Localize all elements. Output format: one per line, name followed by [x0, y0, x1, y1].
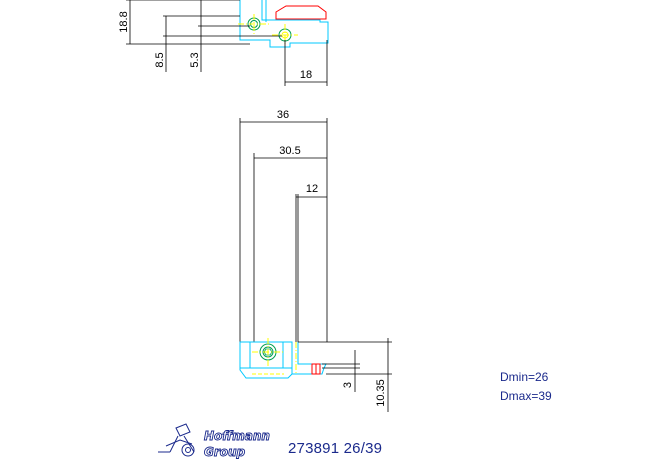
front-view-tip-holder	[291, 342, 327, 375]
dim-label-12: 12	[306, 183, 318, 195]
brand-line1: Hoffmann	[204, 429, 270, 443]
front-view: 36 30.5 12 3 10.35	[239, 109, 392, 412]
spec-dmin: Dmin=26	[500, 370, 549, 384]
dim-label-18-8: 18.8	[118, 11, 130, 32]
front-view-tip	[311, 363, 321, 375]
dim-label-3: 3	[342, 382, 354, 388]
dim-label-8-5: 8.5	[154, 52, 166, 67]
top-view-tip	[275, 5, 327, 20]
brand-logo: Hoffmann Group	[158, 423, 270, 459]
brand-line2: Group	[204, 445, 246, 459]
top-view-body	[239, 0, 329, 48]
dim-label-5-3: 5.3	[189, 52, 201, 67]
dim-label-30-5: 30.5	[279, 145, 300, 157]
top-view: 18.8 8.5 5.3 18	[118, 0, 329, 86]
spec-dmax: Dmax=39	[500, 389, 552, 403]
logo-emblem-icon	[158, 423, 195, 457]
product-code: 273891 26/39	[288, 440, 383, 457]
dim-label-10-35: 10.35	[375, 379, 387, 407]
dim-label-36: 36	[277, 109, 289, 121]
dim-label-18: 18	[300, 69, 312, 81]
